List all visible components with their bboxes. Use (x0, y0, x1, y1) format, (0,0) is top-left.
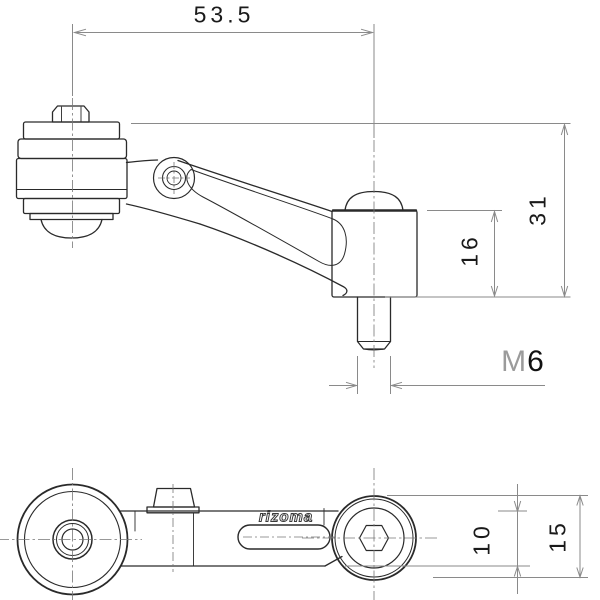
thread-prefix: M (501, 345, 528, 378)
arrow-up (490, 209, 499, 223)
dimension-m6 (329, 356, 545, 394)
mid-band (15, 157, 128, 200)
dimension-31 (131, 122, 571, 298)
brand-logo: rizoma (258, 508, 314, 526)
arrow-up (576, 494, 584, 506)
thread-size: 6 (527, 345, 545, 378)
arrow-right (360, 28, 375, 37)
hex-bolt-head (51, 105, 90, 123)
arrow-up (560, 122, 569, 136)
arrow-left-tip (389, 381, 403, 390)
arrow-left (72, 28, 87, 37)
dim-label-arm-width: 10 (468, 522, 495, 556)
dimension-15 (387, 494, 588, 579)
top-view-centerlines (72, 98, 375, 368)
lower-flange (22, 197, 121, 215)
arrow-down (560, 285, 569, 298)
arm-top-edge (177, 159, 333, 213)
top-view (15, 105, 418, 351)
dim-label-thread: M6 (501, 347, 545, 377)
clevis-top-edge (125, 159, 159, 164)
arm-plan (118, 487, 343, 567)
dim-label-boss-height: 16 (456, 233, 483, 267)
arrow-right-tip (345, 381, 359, 390)
dim-label-total-height: 31 (524, 192, 551, 226)
clevis-hole-inner (166, 170, 182, 186)
bottom-view-centerlines (0, 468, 438, 600)
arrow-up-outside (513, 564, 522, 577)
arm-face-pocket (186, 169, 347, 266)
arrow-down (490, 285, 499, 298)
dim-label-overall-length: 53.5 (193, 1, 255, 28)
bottom-view (16, 483, 417, 596)
hex-bolt-facets (61, 106, 82, 123)
arm-boss-transition (324, 555, 343, 567)
dimension-16 (427, 209, 502, 298)
dimension-53-5 (72, 24, 375, 138)
lower-step (29, 212, 114, 221)
bottom-dome (40, 218, 103, 239)
arrow-down-outside (513, 500, 522, 514)
dimension-10 (345, 484, 530, 594)
bolt-head-profile (152, 487, 196, 508)
mount-stack (15, 105, 128, 239)
boss-and-stud (331, 190, 418, 351)
clevis-bottom-edge (125, 203, 201, 225)
washer (22, 121, 121, 140)
arm-bottom-edge (199, 223, 348, 297)
arrow-down (576, 567, 584, 579)
dim-label-boss-diameter: 15 (544, 519, 571, 553)
clevis-boss (152, 156, 196, 200)
